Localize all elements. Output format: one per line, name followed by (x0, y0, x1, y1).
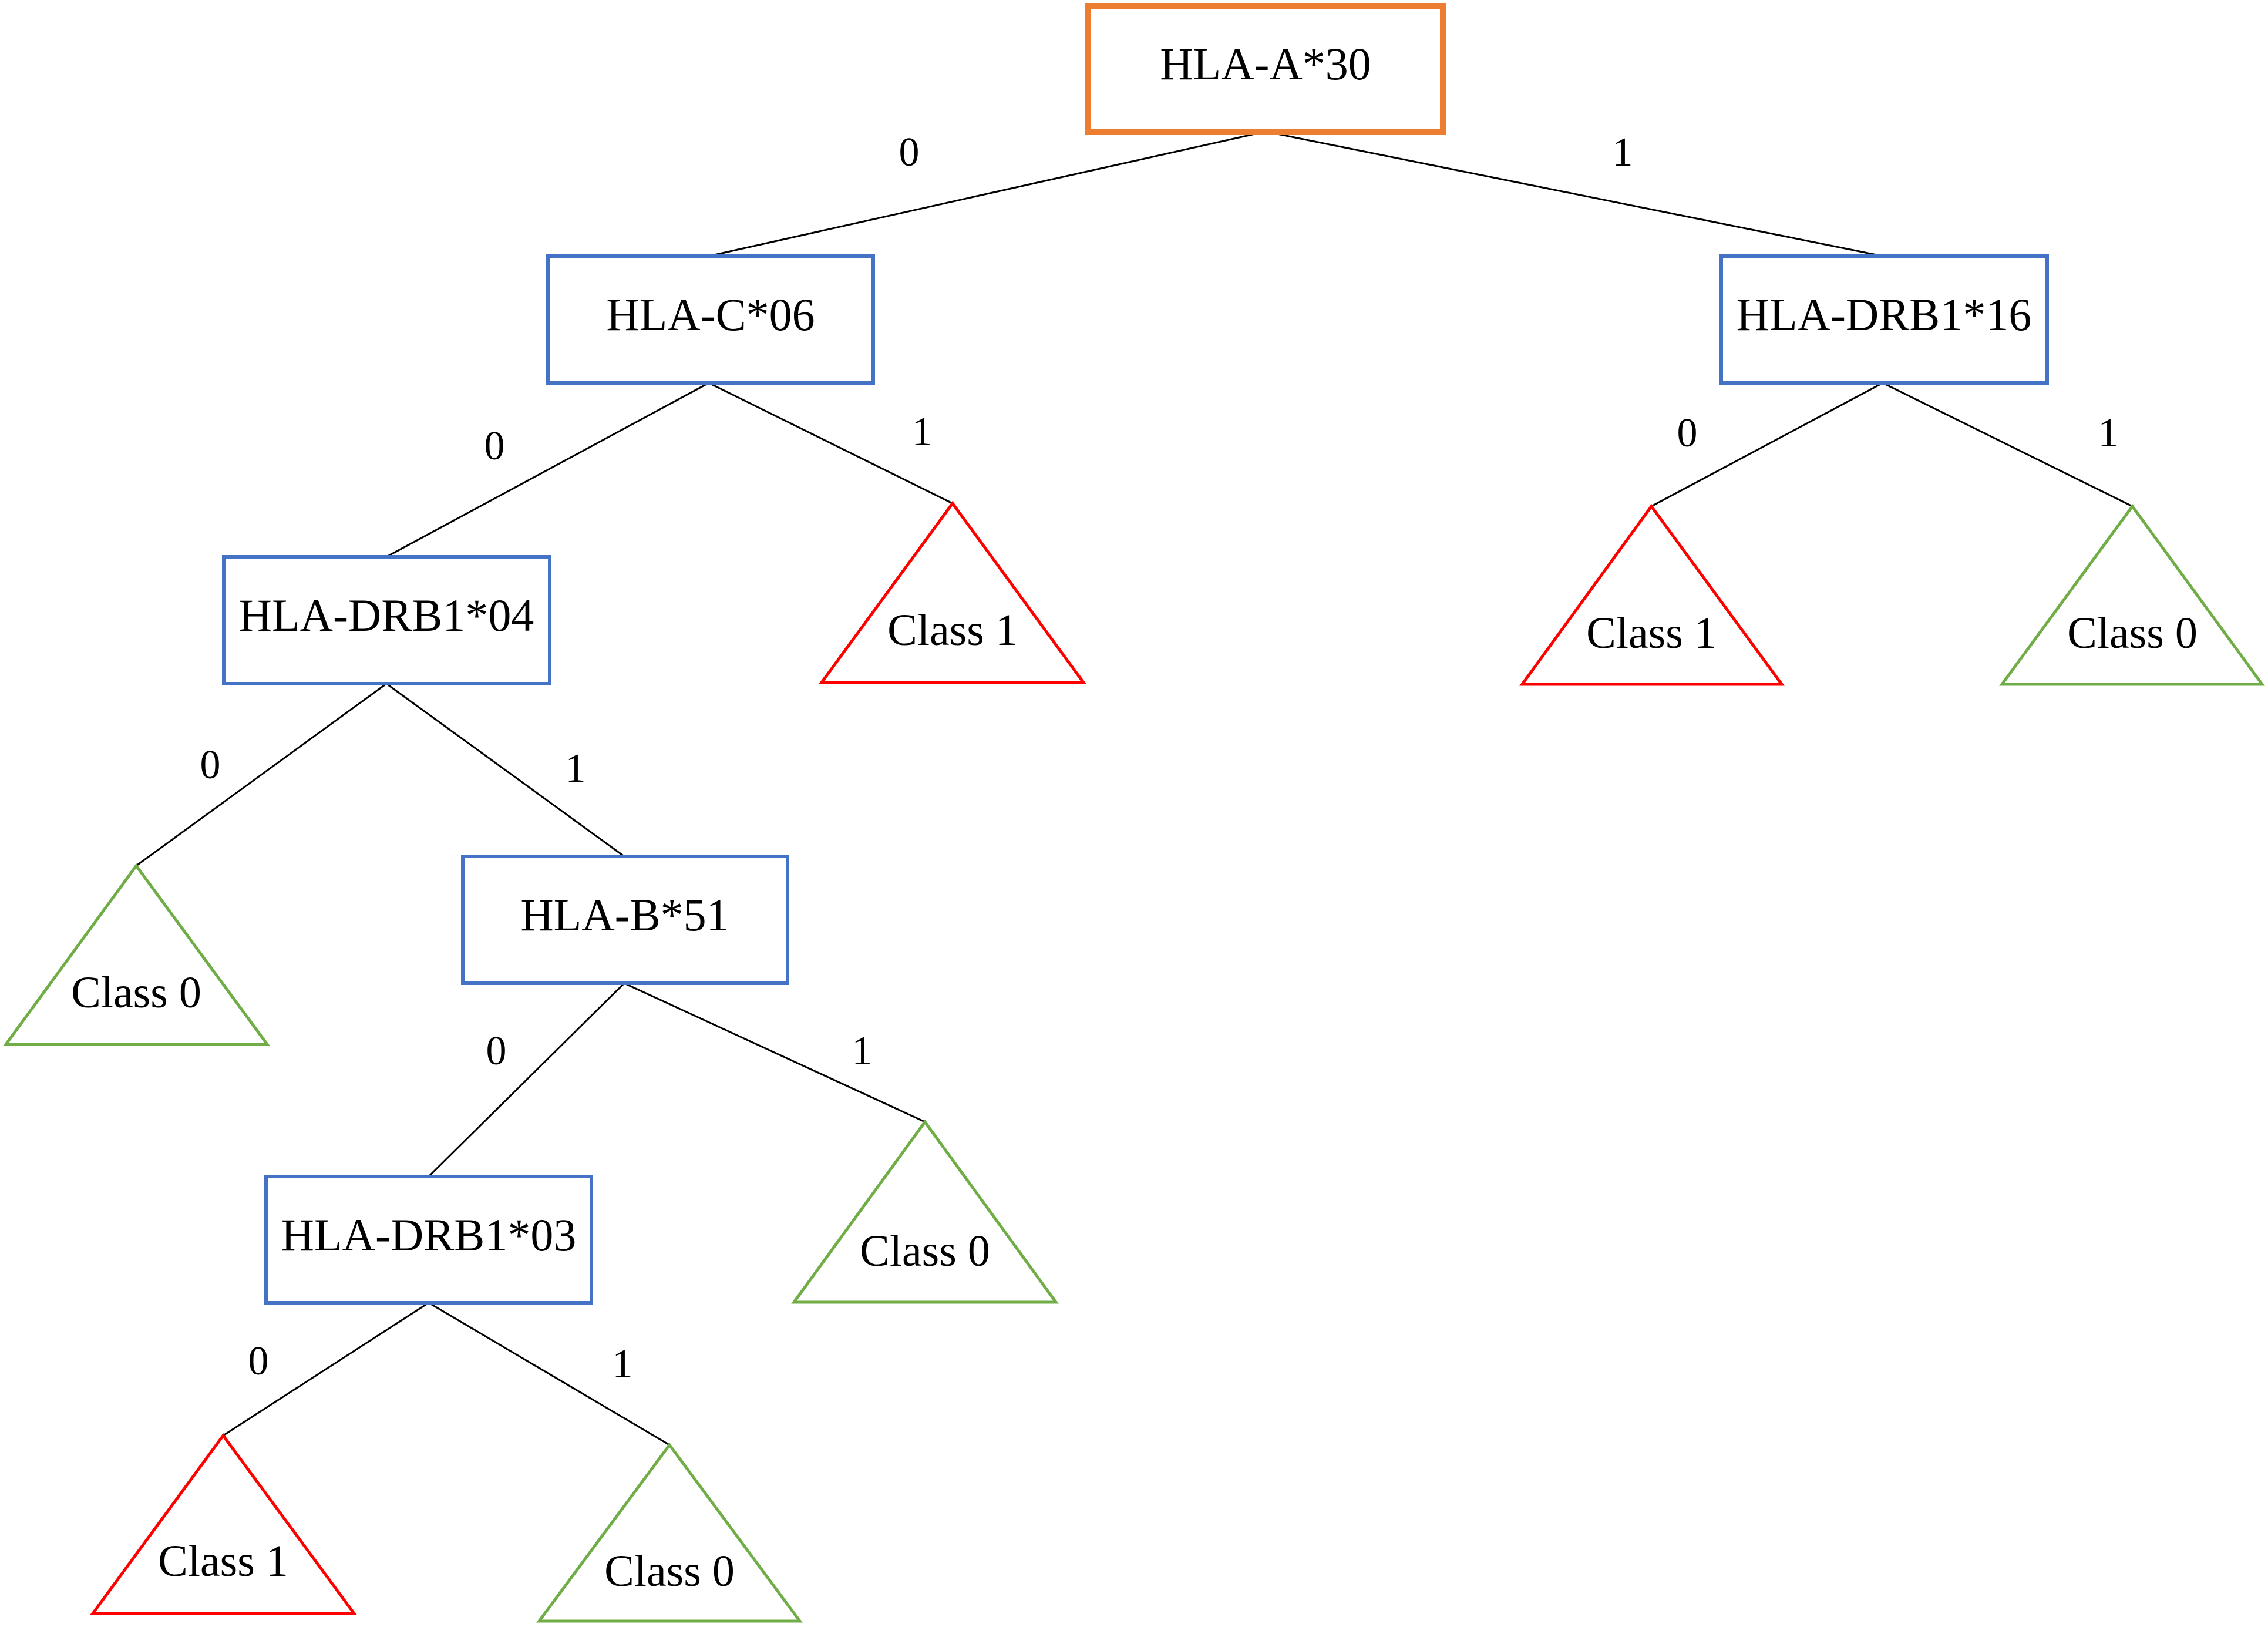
leaf-label: Class 1 (887, 606, 1018, 655)
edge-drb1-03-to-class1 (223, 1302, 429, 1437)
root-node-box (1085, 3, 1446, 135)
leaf-triangle (791, 1119, 1059, 1304)
node-box-drb1-03 (264, 1175, 593, 1305)
leaf-triangle (3, 863, 270, 1046)
leaf-c06-class1: Class 1 (819, 500, 1086, 684)
edge-drb1-04-to-class0 (136, 683, 387, 867)
edge-label-drb1-04-1: 1 (566, 746, 586, 791)
edge-drb1-16-to-class0 (1882, 382, 2133, 507)
leaf-label: Class 0 (71, 968, 201, 1017)
node-label-drb1-16: HLA-DRB1*16 (1737, 289, 2032, 340)
leaf-drb1-16-class0: Class 0 (1999, 503, 2265, 686)
edge-label-drb1-03-1: 1 (613, 1342, 633, 1387)
node-box-drb1-04 (222, 555, 551, 685)
edge-c06-to-class1 (708, 382, 953, 505)
node-box-c06 (546, 254, 875, 385)
leaf-label: Class 0 (604, 1547, 735, 1596)
edge-b51-to-class0 (624, 982, 926, 1123)
edge-drb1-04-to-b51 (386, 683, 625, 858)
node-label-drb1-03: HLA-DRB1*03 (281, 1209, 577, 1260)
leaf-triangle (536, 1442, 803, 1623)
edge-b51-to-drb1-03 (428, 982, 625, 1178)
edge-root-to-c06 (708, 130, 1266, 257)
leaf-label: Class 1 (158, 1537, 288, 1586)
tree-node-drb1-03: HLA-DRB1*03 (264, 1175, 593, 1305)
edge-label-root-0: 0 (899, 130, 920, 175)
root-node-label: HLA-A*30 (1160, 38, 1371, 89)
edge-label-b51-1: 1 (852, 1028, 873, 1074)
leaf-drb1-04-class0: Class 0 (3, 863, 270, 1046)
node-label-b51: HLA-B*51 (520, 889, 729, 940)
leaf-drb1-03-class1: Class 1 (90, 1433, 357, 1615)
edge-label-b51-0: 0 (486, 1028, 507, 1074)
edge-label-drb1-04-0: 0 (200, 742, 221, 788)
leaf-label: Class 0 (860, 1226, 990, 1276)
node-box-drb1-16 (1719, 254, 2049, 385)
edge-label-root-1: 1 (1613, 130, 1633, 175)
node-box-b51 (461, 855, 789, 985)
leaf-drb1-16-class1: Class 1 (1519, 503, 1785, 686)
leaf-triangle (1519, 503, 1785, 686)
edge-c06-to-drb1-04 (386, 382, 709, 558)
leaf-triangle (819, 500, 1086, 684)
edge-label-c06-0: 0 (484, 423, 505, 469)
edge-label-drb1-03-0: 0 (248, 1339, 269, 1384)
leaf-label: Class 1 (1586, 609, 1717, 658)
tree-node-root: HLA-A*30 (1085, 3, 1446, 135)
node-label-drb1-04: HLA-DRB1*04 (239, 590, 534, 641)
leaf-triangle (90, 1433, 357, 1615)
edge-drb1-16-to-class1 (1651, 382, 1883, 507)
tree-node-drb1-04: HLA-DRB1*04 (222, 555, 551, 685)
edge-root-to-drb1-16 (1265, 130, 1883, 257)
leaf-label: Class 0 (2067, 609, 2198, 658)
tree-node-c06: HLA-C*06 (546, 254, 875, 385)
edge-label-drb1-16-0: 0 (1677, 411, 1698, 456)
tree-node-drb1-16: HLA-DRB1*16 (1719, 254, 2049, 385)
tree-node-b51: HLA-B*51 (461, 855, 789, 985)
leaf-b51-class0: Class 0 (791, 1119, 1059, 1304)
node-label-c06: HLA-C*06 (606, 289, 815, 340)
edge-label-drb1-16-1: 1 (2098, 411, 2119, 456)
edge-labels: 0 1 0 1 0 1 0 1 0 1 0 1 (200, 130, 2119, 1387)
edge-label-c06-1: 1 (912, 409, 933, 455)
leaf-drb1-03-class0: Class 0 (536, 1442, 803, 1623)
tree-edges (136, 130, 2133, 1446)
leaf-triangle (1999, 503, 2265, 686)
edge-drb1-03-to-class0 (428, 1302, 670, 1446)
